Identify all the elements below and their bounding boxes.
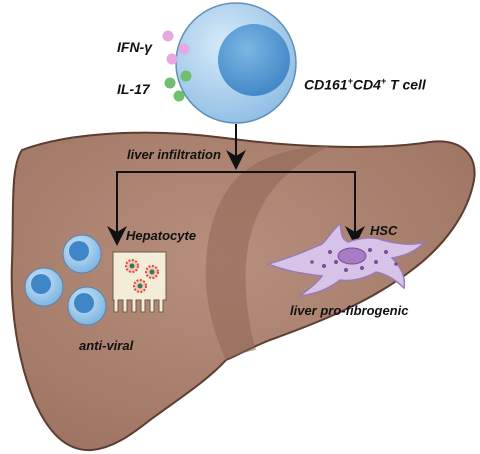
t-cell-label-sup2: + <box>380 76 387 86</box>
infiltration-arrows <box>107 124 365 246</box>
t-cell-label-cd161: CD161 <box>304 76 348 93</box>
t-cell-label: CD161+CD4+ T cell <box>304 77 426 92</box>
ifn-gamma-label: IFN-γ <box>117 39 152 55</box>
il17-label: IL-17 <box>117 81 150 97</box>
liver-pro-fibrogenic-label: liver pro-fibrogenic <box>290 303 409 318</box>
t-cell-label-cd4: CD4 <box>352 76 381 93</box>
liver-lobe-overlap <box>205 146 330 360</box>
liver-infiltration-label: liver infiltration <box>127 147 221 162</box>
hsc-lipid-dots <box>310 248 398 272</box>
t-cell-nucleus <box>218 24 290 96</box>
hepatocyte-label: Hepatocyte <box>126 228 197 243</box>
hepatocyte-cell <box>112 251 167 313</box>
cytokine-dots <box>162 30 192 102</box>
hsc-label: HSC <box>370 223 398 238</box>
t-cell-label-tail: T cell <box>386 76 426 93</box>
t-cell-label-sup1: + <box>347 76 353 86</box>
virus-particles <box>125 259 159 293</box>
anti-viral-label: anti-viral <box>79 338 134 353</box>
hsc-cell <box>265 222 427 298</box>
immune-cells <box>24 234 107 326</box>
